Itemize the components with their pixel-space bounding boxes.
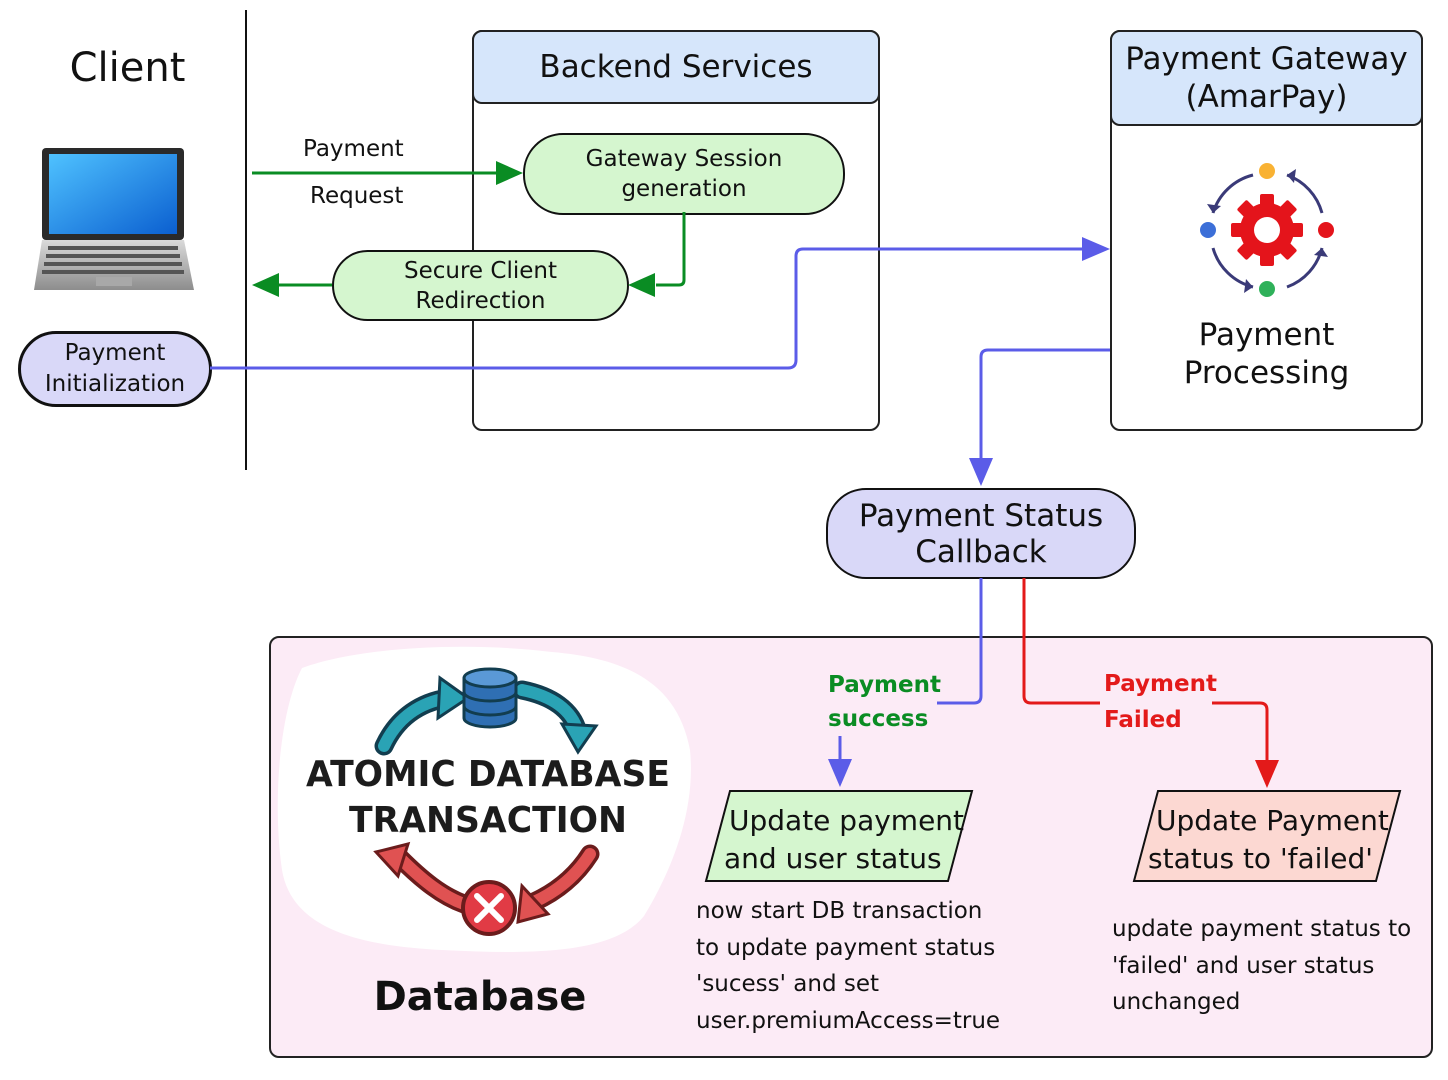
proc-line2: Processing	[1183, 355, 1350, 391]
database-label: Database	[373, 974, 587, 1020]
secure-redirection-node: Secure Client Redirection	[332, 250, 629, 321]
client-title: Client	[69, 45, 186, 91]
gateway-session-node: Gateway Session generation	[523, 133, 845, 215]
session-line1: Gateway Session	[585, 146, 783, 172]
callback-line1: Payment Status	[858, 497, 1104, 534]
request-label-line1: Payment	[303, 136, 404, 162]
payment-success-label2: success	[828, 706, 929, 732]
payment-processing-label: Payment Processing	[1110, 312, 1423, 396]
failed-box-shape	[1132, 790, 1402, 882]
failed-note: update payment status to 'failed' and us…	[1112, 911, 1411, 1021]
gateway-to-callback-arrow	[979, 348, 1110, 460]
request-label-line2: Request	[310, 183, 404, 209]
backend-services-header: Backend Services	[472, 30, 880, 104]
failed-note-line: unchanged	[1112, 989, 1241, 1015]
failed-note-line: 'failed' and user status	[1112, 952, 1375, 979]
callback-success-arrow	[937, 578, 983, 705]
failed-to-box-arrow	[1212, 701, 1269, 762]
success-note-line: now start DB transaction	[696, 898, 983, 924]
proc-line1: Payment	[1198, 317, 1335, 353]
gear-cycle-icon	[1200, 163, 1334, 297]
laptop-icon	[34, 148, 194, 290]
redirect-line2: Redirection	[415, 287, 546, 314]
redirect-line1: Secure Client	[404, 257, 557, 284]
graphic-line2: TRANSACTION	[349, 800, 627, 841]
success-note-line: to update payment status	[696, 934, 996, 961]
atomic-transaction-graphic: ATOMIC DATABASE TRANSACTION	[277, 646, 691, 953]
failed-box-line2: status to 'failed'	[1148, 842, 1373, 875]
failed-box-line1: Update Payment	[1156, 804, 1389, 837]
gateway-title1: Payment Gateway	[1125, 41, 1408, 77]
success-box-line1: Update payment	[729, 804, 965, 837]
init-line1: Payment	[64, 340, 166, 366]
payment-initialization-node: Payment Initialization	[18, 331, 212, 407]
success-note: now start DB transaction to update payme…	[696, 893, 1000, 1039]
payment-failed-label2: Failed	[1104, 707, 1182, 733]
init-line2: Initialization	[44, 371, 186, 397]
session-line2: generation	[621, 176, 747, 202]
success-box-shape	[704, 790, 974, 882]
session-to-redirect-arrow	[656, 212, 686, 287]
success-box-line2: and user status	[724, 842, 942, 875]
payment-status-callback-node: Payment Status Callback	[826, 488, 1136, 579]
backend-title: Backend Services	[539, 49, 813, 85]
failed-note-line: update payment status to	[1112, 916, 1412, 942]
graphic-line1: ATOMIC DATABASE	[306, 754, 670, 795]
payment-failed-label1: Payment	[1104, 671, 1217, 697]
payment-gateway-header: Payment Gateway (AmarPay)	[1110, 30, 1423, 126]
callback-failed-arrow	[1022, 578, 1100, 705]
gateway-title2: (AmarPay)	[1185, 79, 1348, 115]
success-note-line: user.premiumAccess=true	[696, 1007, 1001, 1034]
graphic-cloud-shape	[277, 646, 691, 953]
payment-success-label1: Payment	[828, 672, 941, 698]
success-note-line: 'sucess' and set	[696, 971, 880, 997]
init-to-gateway-arrow	[210, 247, 1084, 370]
callback-line2: Callback	[915, 533, 1047, 570]
